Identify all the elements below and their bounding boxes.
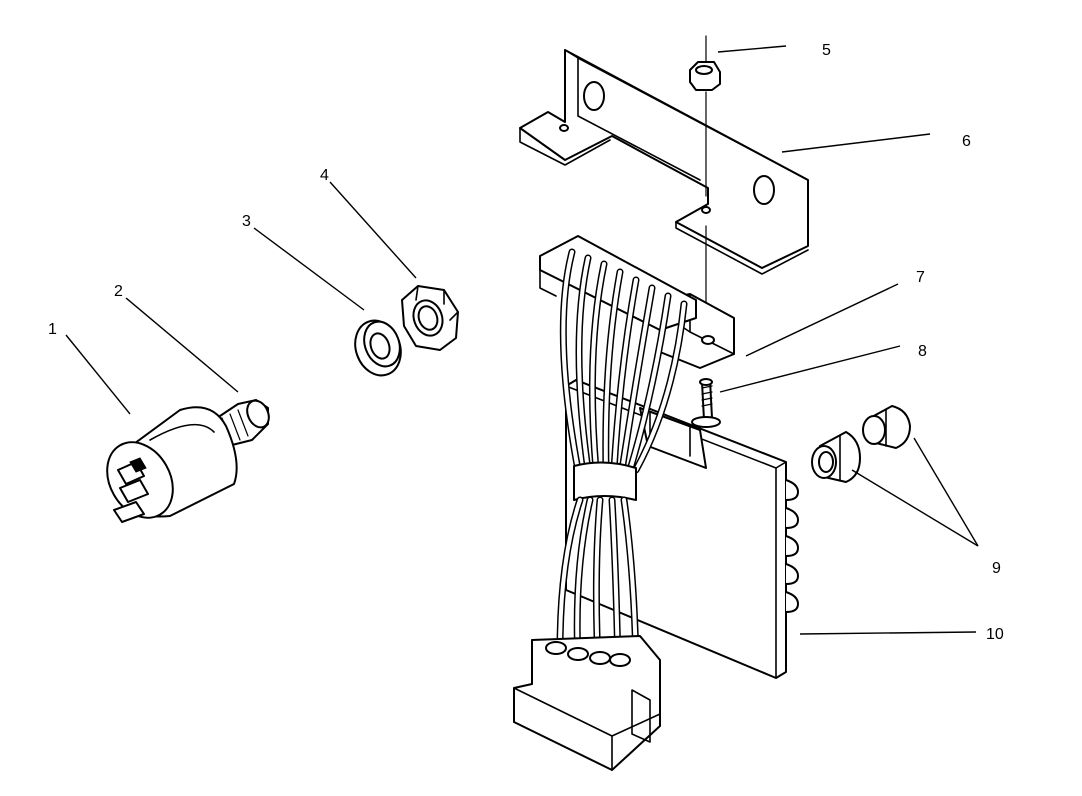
leader-lines [65, 45, 979, 635]
leader-line-1 [65, 334, 131, 415]
small-nut [689, 35, 721, 313]
switch-assembly [106, 399, 270, 523]
callout-7: 7 [916, 269, 925, 286]
leader-line-3 [253, 227, 365, 311]
switch-body [106, 406, 238, 523]
callout-1: 1 [48, 321, 57, 338]
callout-labels: 1 2 3 4 5 6 7 8 9 10 [48, 42, 1004, 643]
screw [691, 378, 721, 428]
leader-line-10 [799, 631, 977, 635]
callout-8: 8 [918, 343, 927, 360]
washer [354, 319, 402, 377]
callout-4: 4 [320, 167, 329, 184]
leader-line-9b [913, 437, 979, 547]
leader-line-4 [329, 181, 417, 279]
callout-9: 9 [992, 560, 1001, 577]
leader-line-9a [851, 469, 979, 547]
switch-terminal [119, 479, 149, 503]
callout-6: 6 [962, 133, 971, 150]
leader-line-7 [745, 283, 899, 357]
leader-line-5 [717, 45, 787, 53]
switch-terminal [113, 501, 145, 523]
leader-line-8 [719, 345, 901, 393]
leader-line-6 [781, 133, 931, 153]
mounting-bracket [519, 49, 809, 275]
callout-2: 2 [114, 283, 123, 300]
bulb-sockets [811, 405, 911, 483]
callout-5: 5 [822, 42, 831, 59]
bulb-socket [811, 431, 861, 483]
bulb-socket [862, 405, 911, 449]
callout-10: 10 [986, 626, 1004, 643]
wire-harness [513, 235, 697, 771]
callout-3: 3 [242, 213, 251, 230]
hex-nut [401, 285, 459, 351]
leader-line-2 [125, 297, 239, 393]
